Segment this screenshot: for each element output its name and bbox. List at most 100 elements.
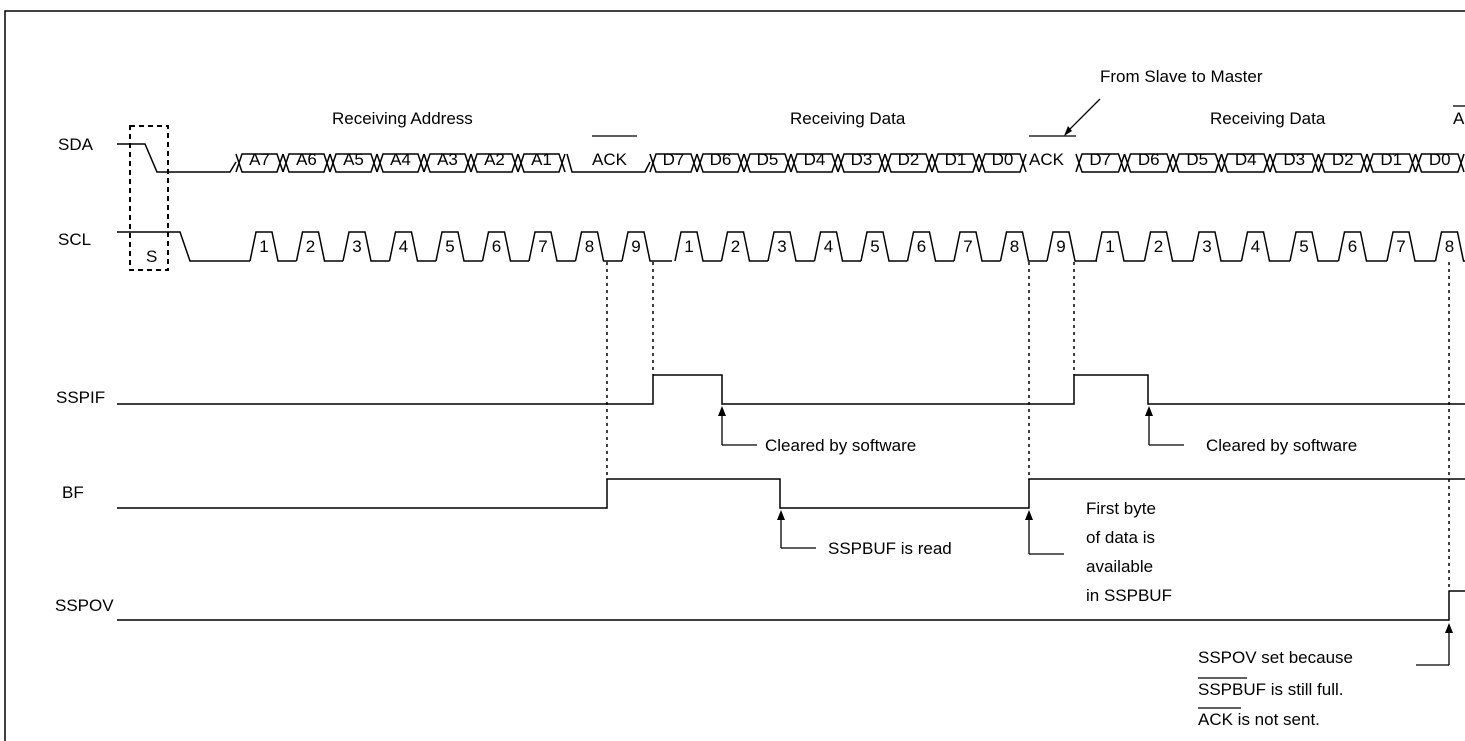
- scl-byte2-pulse-1: [674, 231, 722, 262]
- scl-byte1-pulse-6: [481, 231, 529, 262]
- sda-ack3-partial-label: A: [1453, 109, 1465, 128]
- scl-signal-label: SCL: [58, 230, 91, 249]
- scl-byte2-pulse-label-1: 1: [684, 237, 693, 256]
- scl-byte3-pulse-7: [1386, 231, 1436, 262]
- start-condition-box: [129, 125, 169, 271]
- sda-address-bit-label-4: A4: [390, 150, 411, 169]
- sda-address-bit-label-6: A2: [484, 150, 505, 169]
- sda-data1-bit-label-5: D3: [851, 150, 873, 169]
- sda-data2-bit-label-4: D4: [1235, 150, 1257, 169]
- scl-byte3-pulse-label-3: 3: [1202, 237, 1211, 256]
- receiving-address-header: Receiving Address: [332, 109, 473, 128]
- sda-data2-bit-label-3: D5: [1186, 150, 1208, 169]
- cleared-by-software-note-2: Cleared by software: [1206, 436, 1357, 455]
- sda-start-transition: [117, 143, 237, 173]
- sda-data1-bit-cell-6: [884, 153, 933, 173]
- scl-byte1-pulse-label-2: 2: [306, 237, 315, 256]
- sda-address-bit-label-2: A6: [296, 150, 317, 169]
- receiving-data-header-2: Receiving Data: [1210, 109, 1326, 128]
- sda-ack2-label: ACK: [1029, 150, 1065, 169]
- scl-start: [117, 231, 250, 262]
- cleared-2-arrowhead: [1145, 406, 1153, 416]
- receiving-data-header-1: Receiving Data: [790, 109, 906, 128]
- sda-data2-bit-cell-8: [1414, 153, 1465, 173]
- sda-data2-bit-cell-5: [1269, 153, 1320, 173]
- sda-data2-bit-label-7: D1: [1380, 150, 1402, 169]
- sda-data1-bit-cell-5: [837, 153, 886, 173]
- from-slave-arrowhead: [1064, 126, 1072, 136]
- scl-byte2-pulse-label-9: 9: [1056, 237, 1065, 256]
- sda-ack1-low: [566, 153, 651, 173]
- sda-data1-bit-label-3: D5: [757, 150, 779, 169]
- scl-byte3-pulse-label-2: 2: [1154, 237, 1163, 256]
- scl-byte3-pulse-label-8: 8: [1445, 237, 1454, 256]
- scl-byte3-pulse-label-7: 7: [1396, 237, 1405, 256]
- sda-data1-bit-cell-2: [696, 153, 745, 173]
- sspov-note-line-3: ACK is not sent.: [1198, 710, 1320, 729]
- sda-data2-bit-cell-1: [1075, 153, 1126, 173]
- sda-address-bit-cell-6: [470, 153, 519, 173]
- sda-data2-bit-label-2: D6: [1138, 150, 1160, 169]
- bf-signal-label: BF: [62, 483, 84, 502]
- scl-byte1-pulse-3: [342, 231, 390, 262]
- sspov-note-arrowhead: [1445, 623, 1453, 633]
- scl-byte2-pulse-5: [860, 231, 908, 262]
- sda-data1-bit-label-8: D0: [992, 150, 1014, 169]
- scl-byte1-pulse-5: [435, 231, 483, 262]
- sda-data2-bit-cell-4: [1220, 153, 1271, 173]
- first-byte-note-line-2: of data is: [1086, 528, 1155, 547]
- sda-data1-bit-label-6: D2: [898, 150, 920, 169]
- scl-byte2-pulse-label-8: 8: [1010, 237, 1019, 256]
- sda-data1-bit-cell-8: [978, 153, 1027, 173]
- sspbuf-read-arrowhead: [777, 510, 785, 520]
- scl-byte2-pulse-2: [720, 231, 768, 262]
- scl-byte2-pulse-3: [767, 231, 815, 262]
- sda-data1-bit-label-2: D6: [710, 150, 732, 169]
- sda-data1-bit-cell-7: [931, 153, 980, 173]
- scl-byte3-pulse-1: [1095, 231, 1145, 262]
- scl-byte2-pulse-8: [999, 231, 1047, 262]
- scl-byte3-pulse-8: [1434, 231, 1465, 262]
- scl-byte1-pulse-label-9: 9: [631, 237, 640, 256]
- first-byte-arrowhead: [1025, 510, 1033, 520]
- start-condition-label: S: [146, 247, 157, 266]
- scl-byte1-pulse-label-1: 1: [259, 237, 268, 256]
- sda-address-bit-label-7: A1: [531, 150, 552, 169]
- sda-data1-bit-cell-3: [743, 153, 792, 173]
- sda-data2-bit-cell-3: [1172, 153, 1223, 173]
- first-byte-note-line-3: available: [1086, 557, 1153, 576]
- scl-byte2-pulse-label-6: 6: [917, 237, 926, 256]
- scl-byte3-pulse-3: [1192, 231, 1242, 262]
- scl-byte2-pulse-6: [906, 231, 954, 262]
- scl-byte1-pulse-label-7: 7: [538, 237, 547, 256]
- from-slave-pointer-line: [1067, 98, 1101, 132]
- sda-data2-bit-label-8: D0: [1429, 150, 1451, 169]
- bf-waveform: [117, 478, 1465, 509]
- scl-byte2-pulse-label-5: 5: [870, 237, 879, 256]
- scl-byte1-pulse-label-4: 4: [399, 237, 408, 256]
- sspov-note-line-2: SSPBUF is still full.: [1198, 680, 1343, 699]
- sspov-note-line-1: SSPOV set because: [1198, 648, 1353, 667]
- sda-address-bit-cell-4: [376, 153, 425, 173]
- sda-address-bit-cell-5: [423, 153, 472, 173]
- sspov-signal-label: SSPOV: [55, 596, 114, 615]
- sda-data1-bit-label-1: D7: [663, 150, 685, 169]
- scl-byte3-pulse-5: [1289, 231, 1339, 262]
- sda-data1-bit-label-4: D4: [804, 150, 826, 169]
- scl-byte3-pulse-label-1: 1: [1105, 237, 1114, 256]
- sda-address-bit-cell-2: [282, 153, 331, 173]
- sda-data2-bit-cell-6: [1317, 153, 1368, 173]
- sda-address-bit-label-3: A5: [343, 150, 364, 169]
- cleared-by-software-note-1: Cleared by software: [765, 436, 916, 455]
- scl-byte1-pulse-label-3: 3: [352, 237, 361, 256]
- scl-byte1-pulse-4: [388, 231, 436, 262]
- scl-byte2-pulse-9: [1046, 231, 1097, 262]
- sda-address-bit-cell-7: [517, 153, 566, 173]
- scl-byte1-pulse-9: [621, 231, 672, 262]
- first-byte-note-line-4: in SSPBUF: [1086, 586, 1172, 605]
- scl-byte2-pulse-label-2: 2: [731, 237, 740, 256]
- sda-data1-bit-label-7: D1: [945, 150, 967, 169]
- scl-byte1-pulse-8: [574, 231, 622, 262]
